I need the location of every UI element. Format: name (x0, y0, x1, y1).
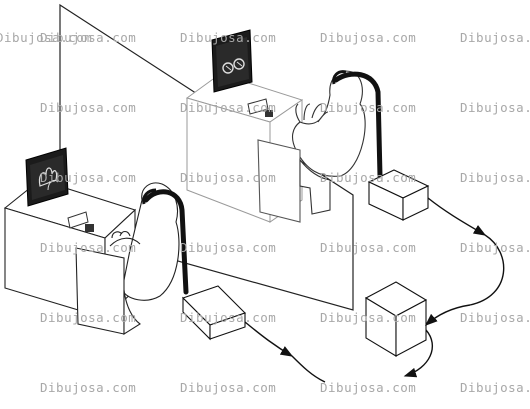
local-control-box (181, 285, 247, 341)
watermark-text: Dibujosa.com (180, 30, 276, 45)
watermark-text: Dibujosa.com (40, 30, 136, 45)
local-headset-cable (143, 189, 189, 295)
local-person (75, 182, 180, 335)
watermark-text: Dibujosa.com (40, 380, 136, 395)
local-monitor (25, 147, 69, 207)
watermark-text: Dibujosa.com (40, 310, 136, 325)
watermark-text: Dibujosa.com (460, 170, 530, 185)
remote-camera (247, 98, 273, 117)
remote-person (257, 70, 366, 223)
watermark-text: Dibujosa.com (460, 240, 530, 255)
local-camera (67, 211, 94, 232)
remote-monitor (211, 29, 253, 93)
watermark-text: Dibujosa.com (180, 380, 276, 395)
watermark-text: Dibujosa.com (180, 240, 276, 255)
watermark-text: Dibujosa.com (460, 310, 530, 325)
watermark-text: Dibujosa.com (0, 30, 92, 45)
watermark-text: Dibujosa.com (460, 30, 530, 45)
watermark-text: Dibujosa.com (320, 380, 416, 395)
remote-headset-cable (333, 71, 383, 179)
watermark-text: Dibujosa.com (180, 310, 276, 325)
watermark-text: Dibujosa.com (320, 170, 416, 185)
watermark-text: Dibujosa.com (460, 380, 530, 395)
watermark-text: Dibujosa.com (320, 100, 416, 115)
watermark-text: Dibujosa.com (320, 30, 416, 45)
watermark-text: Dibujosa.com (320, 310, 416, 325)
central-processing-box (364, 281, 428, 357)
watermark-layer: Dibujosa.com Dibujosa.com Dibujosa.com D… (0, 30, 530, 395)
signal-cables (244, 197, 505, 383)
watermark-text: Dibujosa.com (40, 240, 136, 255)
watermark-text: Dibujosa.com (180, 170, 276, 185)
watermark-text: Dibujosa.com (40, 170, 136, 185)
watermark-text: Dibujosa.com (40, 100, 136, 115)
watermark-text: Dibujosa.com (320, 240, 416, 255)
remote-control-box (367, 169, 430, 221)
watermark-text: Dibujosa.com (460, 100, 530, 115)
watermark-text: Dibujosa.com (180, 100, 276, 115)
